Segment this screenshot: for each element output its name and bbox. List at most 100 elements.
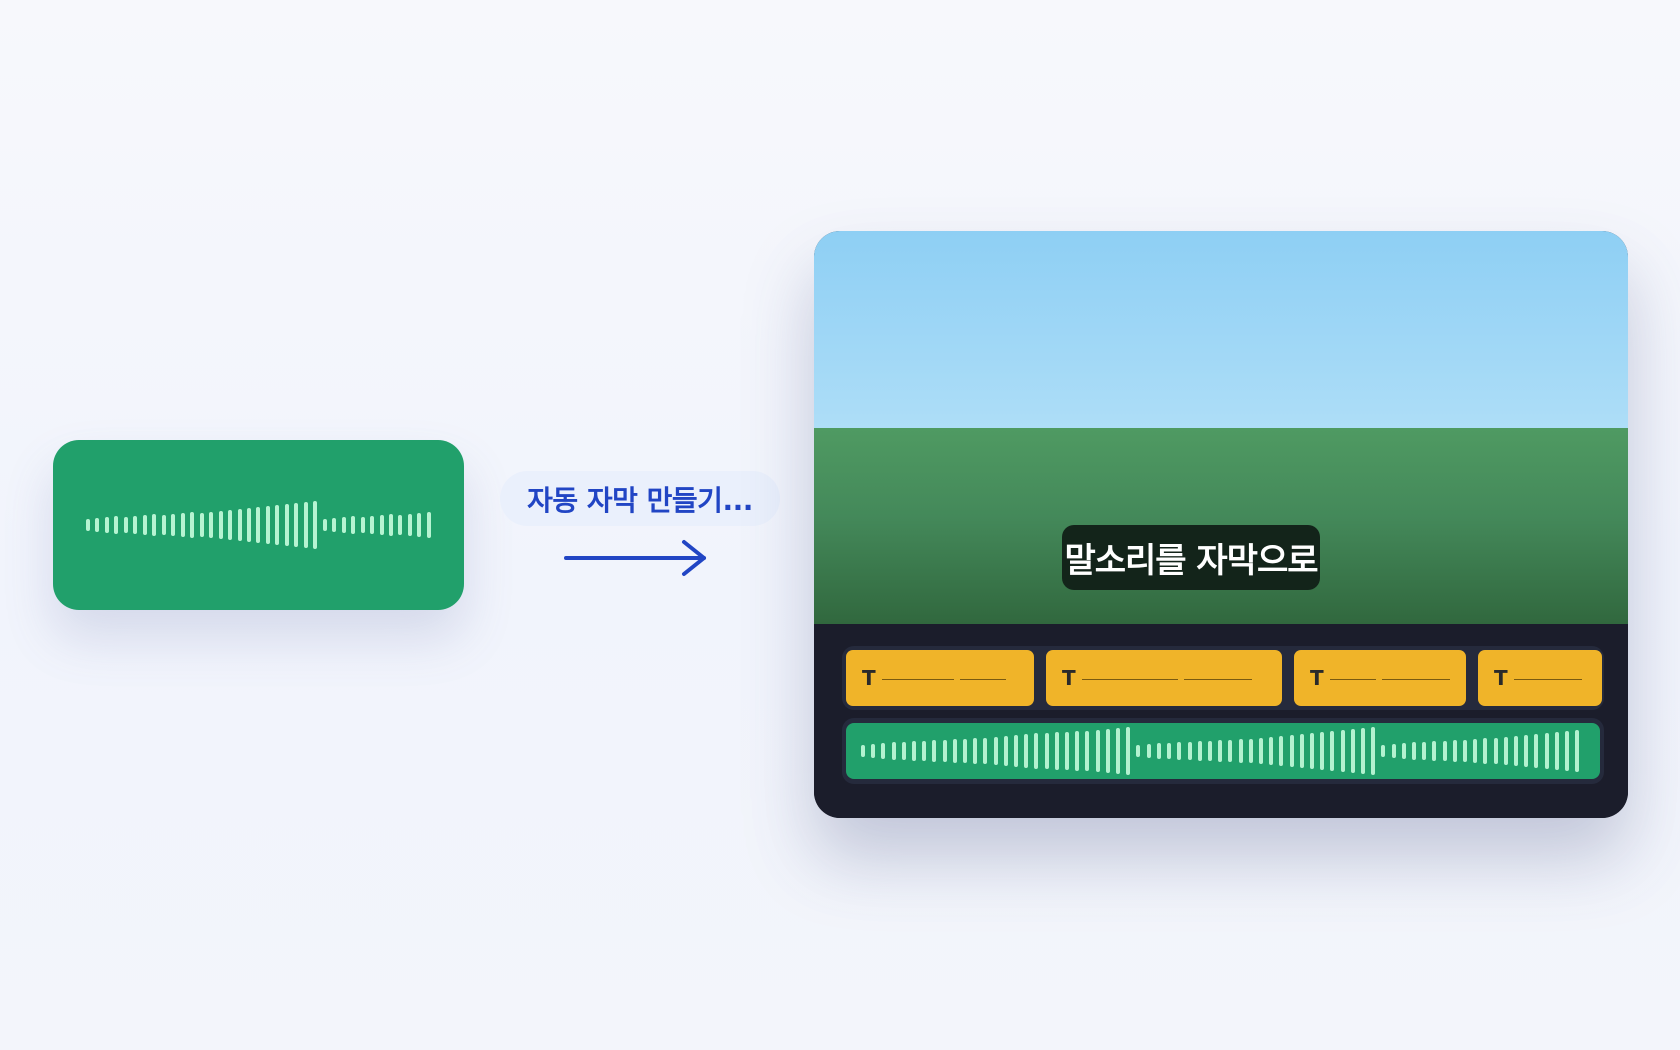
waveform-bar [942, 740, 947, 762]
waveform-bar [1452, 740, 1457, 762]
waveform-bar [341, 517, 346, 533]
waveform-bar [152, 514, 157, 536]
waveform-bar [379, 515, 384, 535]
waveform-bar [993, 737, 998, 765]
subtitle-clip[interactable]: T [1478, 650, 1602, 706]
waveform-bar [932, 740, 937, 762]
waveform-bar [1289, 735, 1294, 767]
waveform-bar [275, 505, 280, 545]
clip-text-line [1381, 678, 1450, 680]
waveform-bar [1095, 730, 1100, 772]
waveform-bar [370, 516, 375, 534]
waveform-bar [1401, 743, 1406, 759]
clip-text-line [881, 678, 954, 680]
waveform-bar [1534, 734, 1539, 768]
waveform-bar [95, 518, 100, 532]
waveform-bar [407, 514, 412, 536]
waveform-bar [1483, 738, 1488, 764]
subtitle-track: T T T T [842, 646, 1604, 710]
waveform-bar [1544, 733, 1549, 769]
waveform-bar [1381, 745, 1386, 757]
waveform-bar [199, 513, 204, 537]
waveform-bar [228, 510, 233, 540]
waveform-bar [265, 506, 270, 544]
audio-track [842, 718, 1604, 784]
waveform-bar [1044, 733, 1049, 769]
waveform-bar [1330, 731, 1335, 771]
audio-waveform [861, 723, 1580, 779]
waveform-bar [1269, 737, 1274, 765]
waveform-bar [1014, 735, 1019, 767]
waveform-bar [1197, 741, 1202, 761]
waveform-bar [1442, 741, 1447, 761]
clip-text-line [959, 678, 1006, 680]
waveform-bar [1493, 738, 1498, 764]
waveform-bar [1034, 733, 1039, 769]
waveform-bar [114, 516, 119, 534]
waveform-bar [351, 516, 356, 534]
waveform-bar [190, 512, 195, 538]
subtitle-clip[interactable]: T [1294, 650, 1466, 706]
waveform-bar [171, 514, 176, 536]
waveform-bar [983, 738, 988, 764]
text-t-icon: T [1062, 666, 1076, 690]
waveform-bar [1075, 731, 1080, 771]
waveform-bar [1473, 739, 1478, 763]
waveform-bar [973, 738, 978, 764]
waveform-bar [1565, 731, 1570, 771]
waveform-bar [1105, 729, 1110, 773]
waveform-bar [86, 519, 90, 531]
waveform-bar [246, 508, 251, 542]
timeline: T T T T [814, 624, 1628, 818]
waveform-bar [1187, 742, 1192, 760]
waveform-bar [426, 512, 431, 538]
waveform-bar [1156, 743, 1161, 759]
waveform-bar [256, 507, 261, 543]
waveform-bar [1167, 743, 1172, 759]
text-t-icon: T [1494, 666, 1508, 690]
waveform-bar [313, 501, 318, 549]
waveform-bar [1146, 744, 1151, 758]
waveform-bar [952, 739, 957, 763]
waveform-bar [1360, 728, 1365, 774]
waveform-bar [881, 743, 886, 759]
subtitle-clip[interactable]: T [846, 650, 1034, 706]
waveform-bar [1554, 732, 1559, 770]
source-audio-card[interactable] [53, 440, 464, 610]
waveform-bar [871, 744, 876, 758]
arrow-right-icon [564, 540, 706, 576]
clip-text-line [1329, 678, 1376, 680]
waveform-bar [1350, 729, 1355, 773]
waveform-bar [1340, 730, 1345, 772]
waveform-bar [360, 517, 365, 533]
waveform-bar [1371, 727, 1376, 775]
waveform-bar [922, 741, 927, 761]
waveform-bar [1024, 734, 1029, 768]
audio-clip[interactable] [846, 723, 1600, 779]
waveform-bar [1218, 740, 1223, 762]
waveform-bar [861, 745, 865, 757]
waveform-bar [237, 509, 242, 541]
waveform-bar [1177, 742, 1182, 760]
waveform-bar [1238, 739, 1243, 763]
waveform-bar [1207, 741, 1212, 761]
waveform-bar [1054, 732, 1059, 770]
clip-text-line [1081, 678, 1178, 680]
subtitle-clip[interactable]: T [1046, 650, 1282, 706]
waveform-bar [218, 511, 223, 539]
video-preview[interactable]: 말소리를 자막으로 [814, 231, 1628, 624]
waveform-bar [104, 517, 109, 533]
video-editor-window: 말소리를 자막으로 T T T [814, 231, 1628, 818]
waveform-bar [142, 515, 147, 535]
auto-subtitle-label: 자동 자막 만들기... [500, 471, 780, 526]
waveform-bar [284, 504, 289, 546]
waveform-bar [1228, 740, 1233, 762]
waveform-bar [1514, 736, 1518, 766]
waveform-bar [417, 513, 422, 537]
waveform-bar [303, 502, 308, 548]
waveform-bar [901, 742, 906, 760]
waveform-bar [1422, 742, 1427, 760]
waveform-bar [1320, 732, 1325, 770]
text-t-icon: T [862, 666, 876, 690]
